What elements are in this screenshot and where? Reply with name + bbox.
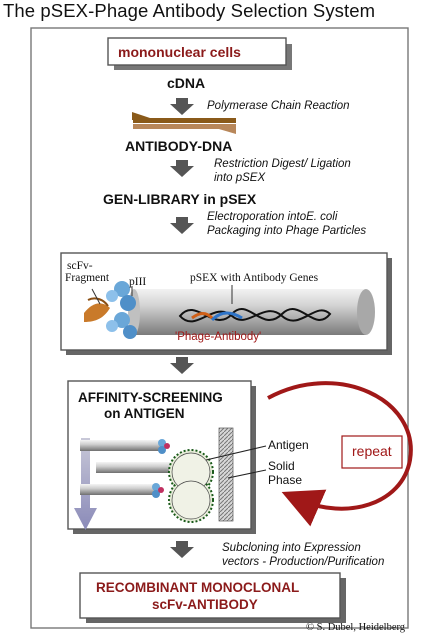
- label-psex: pSEX with Antibody Genes: [190, 272, 319, 284]
- label-phage-antibody: 'Phage-Antibody': [175, 331, 262, 343]
- result-line-2: scFv-ANTIBODY: [152, 597, 258, 612]
- result-line-1: RECOMBINANT MONOCLONAL: [96, 580, 300, 595]
- result-box: [79, 572, 341, 619]
- diagram-title: The pSEX-Phage Antibody Selection System: [3, 0, 376, 21]
- label-antigen: Antigen: [268, 438, 309, 452]
- note-pcr: Polymerase Chain Reaction: [207, 100, 350, 112]
- dna-strands-icon: [132, 112, 236, 134]
- note-subcloning-2: vectors - Production/Purification: [222, 556, 385, 568]
- mononuclear-box: [107, 37, 287, 66]
- solid-phase-icon: [218, 427, 234, 522]
- note-restriction-2: into pSEX: [214, 172, 266, 184]
- label-solid: Solid: [268, 459, 295, 473]
- label-piii: pIII: [129, 276, 147, 288]
- phage-particle-icon: [84, 281, 375, 339]
- label-scfv-1: scFv-: [67, 260, 93, 272]
- step-cdna: cDNA: [167, 75, 206, 91]
- step-antibody-dna: ANTIBODY-DNA: [125, 138, 233, 154]
- flow-arrow-4: [170, 357, 194, 374]
- note-electroporation-1: Electroporation intoE. coli: [207, 211, 338, 223]
- label-repeat: repeat: [352, 443, 392, 459]
- label-phase: Phase: [268, 473, 303, 487]
- note-electroporation-2: Packaging into Phage Particles: [207, 225, 367, 237]
- step-gen-library: GEN-LIBRARY in pSEX: [103, 191, 257, 207]
- repeat-loop-arrow: [267, 381, 413, 527]
- flow-arrow-1: [170, 98, 194, 115]
- note-subcloning-1: Subcloning into Expression: [222, 542, 361, 554]
- note-restriction-1: Restriction Digest/ Ligation: [214, 158, 351, 170]
- screening-title-1: AFFINITY-SCREENING: [78, 390, 223, 405]
- label-scfv-2: Fragment: [65, 272, 110, 284]
- repeat-box: [341, 435, 403, 469]
- credit-text: © S. Dubel, Heidelberg: [306, 622, 406, 633]
- solid-pointer: [227, 469, 267, 479]
- step-mononuclear-cells: mononuclear cells: [118, 44, 241, 60]
- flow-arrow-3: [170, 217, 194, 234]
- screening-title-2: on ANTIGEN: [104, 406, 185, 421]
- flow-arrow-2: [170, 160, 194, 177]
- flow-arrow-5: [170, 541, 194, 558]
- antigen-pointer: [205, 445, 267, 461]
- antigen-spheres-icon: [168, 449, 214, 523]
